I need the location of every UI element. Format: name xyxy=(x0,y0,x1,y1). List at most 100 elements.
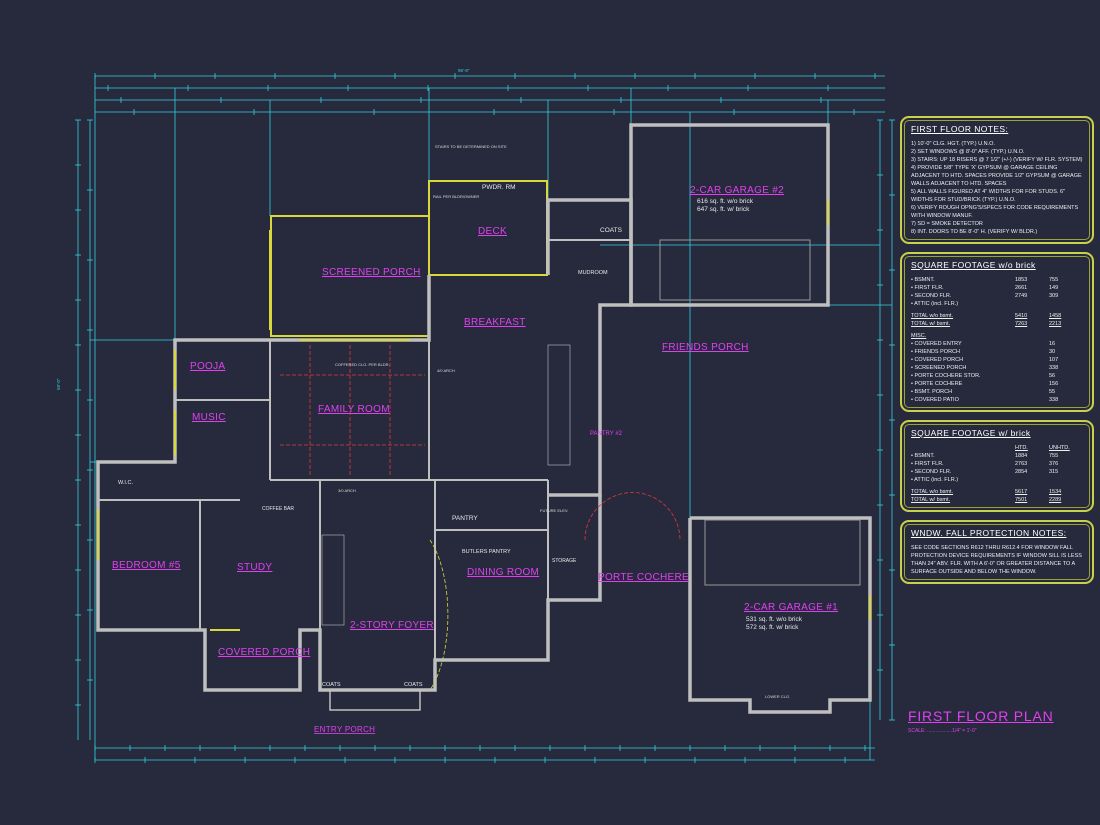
room-music: MUSIC xyxy=(192,412,226,423)
note-item: 8) INT. DOORS TO BE 8'-0" H. (VERIFY W/ … xyxy=(911,229,1038,235)
cell: 376 xyxy=(1049,461,1059,467)
cell: • BSMT. PORCH xyxy=(911,389,953,395)
note-item: 6) VERIFY ROUGH OPNG'S/SPECS FOR CODE RE… xyxy=(911,205,1079,219)
cell: 1534 xyxy=(1049,489,1062,495)
cell xyxy=(1015,476,1049,484)
label-coats: COATS xyxy=(600,227,623,234)
cell: 309 xyxy=(1049,293,1059,299)
label-rail-note: RAIL PER BLDR/OWNER xyxy=(433,194,479,199)
cell: • SCREENED PORCH xyxy=(911,365,967,371)
room-covered-porch: COVERED PORCH xyxy=(218,647,310,658)
cell: 755 xyxy=(1049,453,1059,459)
cell: • ATTIC (incl. FLR.) xyxy=(911,301,959,307)
notes-column: FIRST FLOOR NOTES: 1) 10'-0" CLG. HGT. (… xyxy=(900,116,1094,584)
cell xyxy=(1049,300,1083,308)
cell: 1884 xyxy=(1015,453,1028,459)
garage-1-area-wo-brick: 531 sq. ft. w/o brick xyxy=(746,616,803,623)
room-bedroom-5: BEDROOM #5 xyxy=(112,560,181,571)
cell: TOTAL w/ bsmt. xyxy=(911,321,951,327)
cell: 30 xyxy=(1049,349,1056,355)
dimension-lines xyxy=(75,73,895,763)
cell: 338 xyxy=(1049,365,1059,371)
cell: 2854 xyxy=(1015,469,1028,475)
cell xyxy=(1015,300,1049,308)
cell: 107 xyxy=(1049,357,1059,363)
cell: • PORTE COCHERE xyxy=(911,381,963,387)
label-storage: STORAGE xyxy=(552,558,577,564)
cell: • COVERED ENTRY xyxy=(911,341,962,347)
sqft-total-row: TOTAL w/o bsmt. 5410 1458 xyxy=(911,312,1083,320)
fall-protection-text: SEE CODE SECTIONS R612 THRU R612.4 FOR W… xyxy=(911,545,1082,575)
cell: • PORTE COCHERE STOR. xyxy=(911,373,981,379)
misc-row: • SCREENED PORCH 338 xyxy=(911,364,1083,372)
cell: 5617 xyxy=(1015,489,1028,495)
cell: • BSMNT. xyxy=(911,277,935,283)
cell: 315 xyxy=(1049,469,1059,475)
sqft-w-brick-title: SQUARE FOOTAGE w/ brick xyxy=(911,428,1031,438)
cell: • FIRST FLR. xyxy=(911,285,944,291)
label-future-elevator: FUTURE ELEV. xyxy=(540,508,568,513)
sqft-w-brick-panel: SQUARE FOOTAGE w/ brick HTD.UNHTD.• BSMN… xyxy=(900,420,1094,512)
overall-depth-dim: 58'-0" xyxy=(56,378,61,390)
note-item: 1) 10'-0" CLG. HGT. (TYP.) U.N.O. xyxy=(911,141,995,147)
fall-protection-title: WNDW. FALL PROTECTION NOTES: xyxy=(911,528,1067,538)
room-garage-1: 2-CAR GARAGE #1 xyxy=(744,602,838,613)
label-mudroom: MUDROOM xyxy=(578,270,608,276)
cell: 2749 xyxy=(1015,293,1028,299)
cell: 56 xyxy=(1049,373,1056,379)
cell: 755 xyxy=(1049,277,1059,283)
label-pantry: PANTRY xyxy=(452,515,478,522)
cell: 2763 xyxy=(1015,461,1028,467)
room-porte-cochere: PORTE COCHERE xyxy=(598,572,689,583)
sqft-wo-brick-panel: SQUARE FOOTAGE w/o brick • BSMNT. 1853 755… xyxy=(900,252,1094,412)
cell: • COVERED PATIO xyxy=(911,397,959,403)
room-pooja: POOJA xyxy=(190,361,225,372)
cell: 1458 xyxy=(1049,313,1062,319)
label-coats-2: COATS xyxy=(322,682,341,688)
room-garage-2: 2-CAR GARAGE #2 xyxy=(690,185,784,196)
misc-row: • COVERED ENTRY 16 xyxy=(911,340,1083,348)
cell: 7501 xyxy=(1015,497,1028,503)
misc-row: • FRIENDS PORCH 30 xyxy=(911,348,1083,356)
room-pantry-2: PANTRY #2 xyxy=(590,431,623,437)
cell: • COVERED PORCH xyxy=(911,357,964,363)
cell xyxy=(911,444,1015,452)
room-foyer: 2-STORY FOYER xyxy=(350,620,434,631)
room-study: STUDY xyxy=(237,562,272,573)
cell: UNHTD. xyxy=(1049,445,1070,451)
cell: 156 xyxy=(1049,381,1059,387)
misc-row: • PORTE COCHERE 156 xyxy=(911,380,1083,388)
sqft-wo-brick-title: SQUARE FOOTAGE w/o brick xyxy=(911,260,1036,270)
cell: 16 xyxy=(1049,341,1056,347)
note-item: 2) SET WINDOWS @ 8'-0" AFF. (TYP.) U.N.O… xyxy=(911,149,1025,155)
windows xyxy=(97,200,871,631)
label-stairs-note: STAIRS TO BE DETERMINED ON SITE xyxy=(435,144,507,149)
cell: 2661 xyxy=(1015,285,1028,291)
room-friends-porch: FRIENDS PORCH xyxy=(662,342,749,353)
sqft-row: • ATTIC (incl. FLR.) xyxy=(911,476,1083,484)
stairs xyxy=(321,344,571,626)
cell: TOTAL w/o bsmt. xyxy=(911,313,954,319)
label-lower-ceiling: LOWER CLG. xyxy=(765,694,790,699)
cell: 2289 xyxy=(1049,497,1062,503)
cell: TOTAL w/o bsmt. xyxy=(911,489,954,495)
fall-protection-panel: WNDW. FALL PROTECTION NOTES: SEE CODE SE… xyxy=(900,520,1094,584)
cell: 1853 xyxy=(1015,277,1028,283)
cell: 5410 xyxy=(1015,313,1028,319)
label-coffered-ceiling: COFFERED CLG. PER BLDR. xyxy=(335,362,390,367)
sqft-row: • BSMNT. 1853 755 xyxy=(911,276,1083,284)
cell: 149 xyxy=(1049,285,1059,291)
sqft-row: • ATTIC (incl. FLR.) xyxy=(911,300,1083,308)
note-item: 3) STAIRS: UP 18 RISERS @ 7 1/2" (+/-) (… xyxy=(911,157,1083,163)
cell: • FRIENDS PORCH xyxy=(911,349,960,355)
cell: • ATTIC (incl. FLR.) xyxy=(911,477,959,483)
misc-row: • COVERED PORCH 107 xyxy=(911,356,1083,364)
